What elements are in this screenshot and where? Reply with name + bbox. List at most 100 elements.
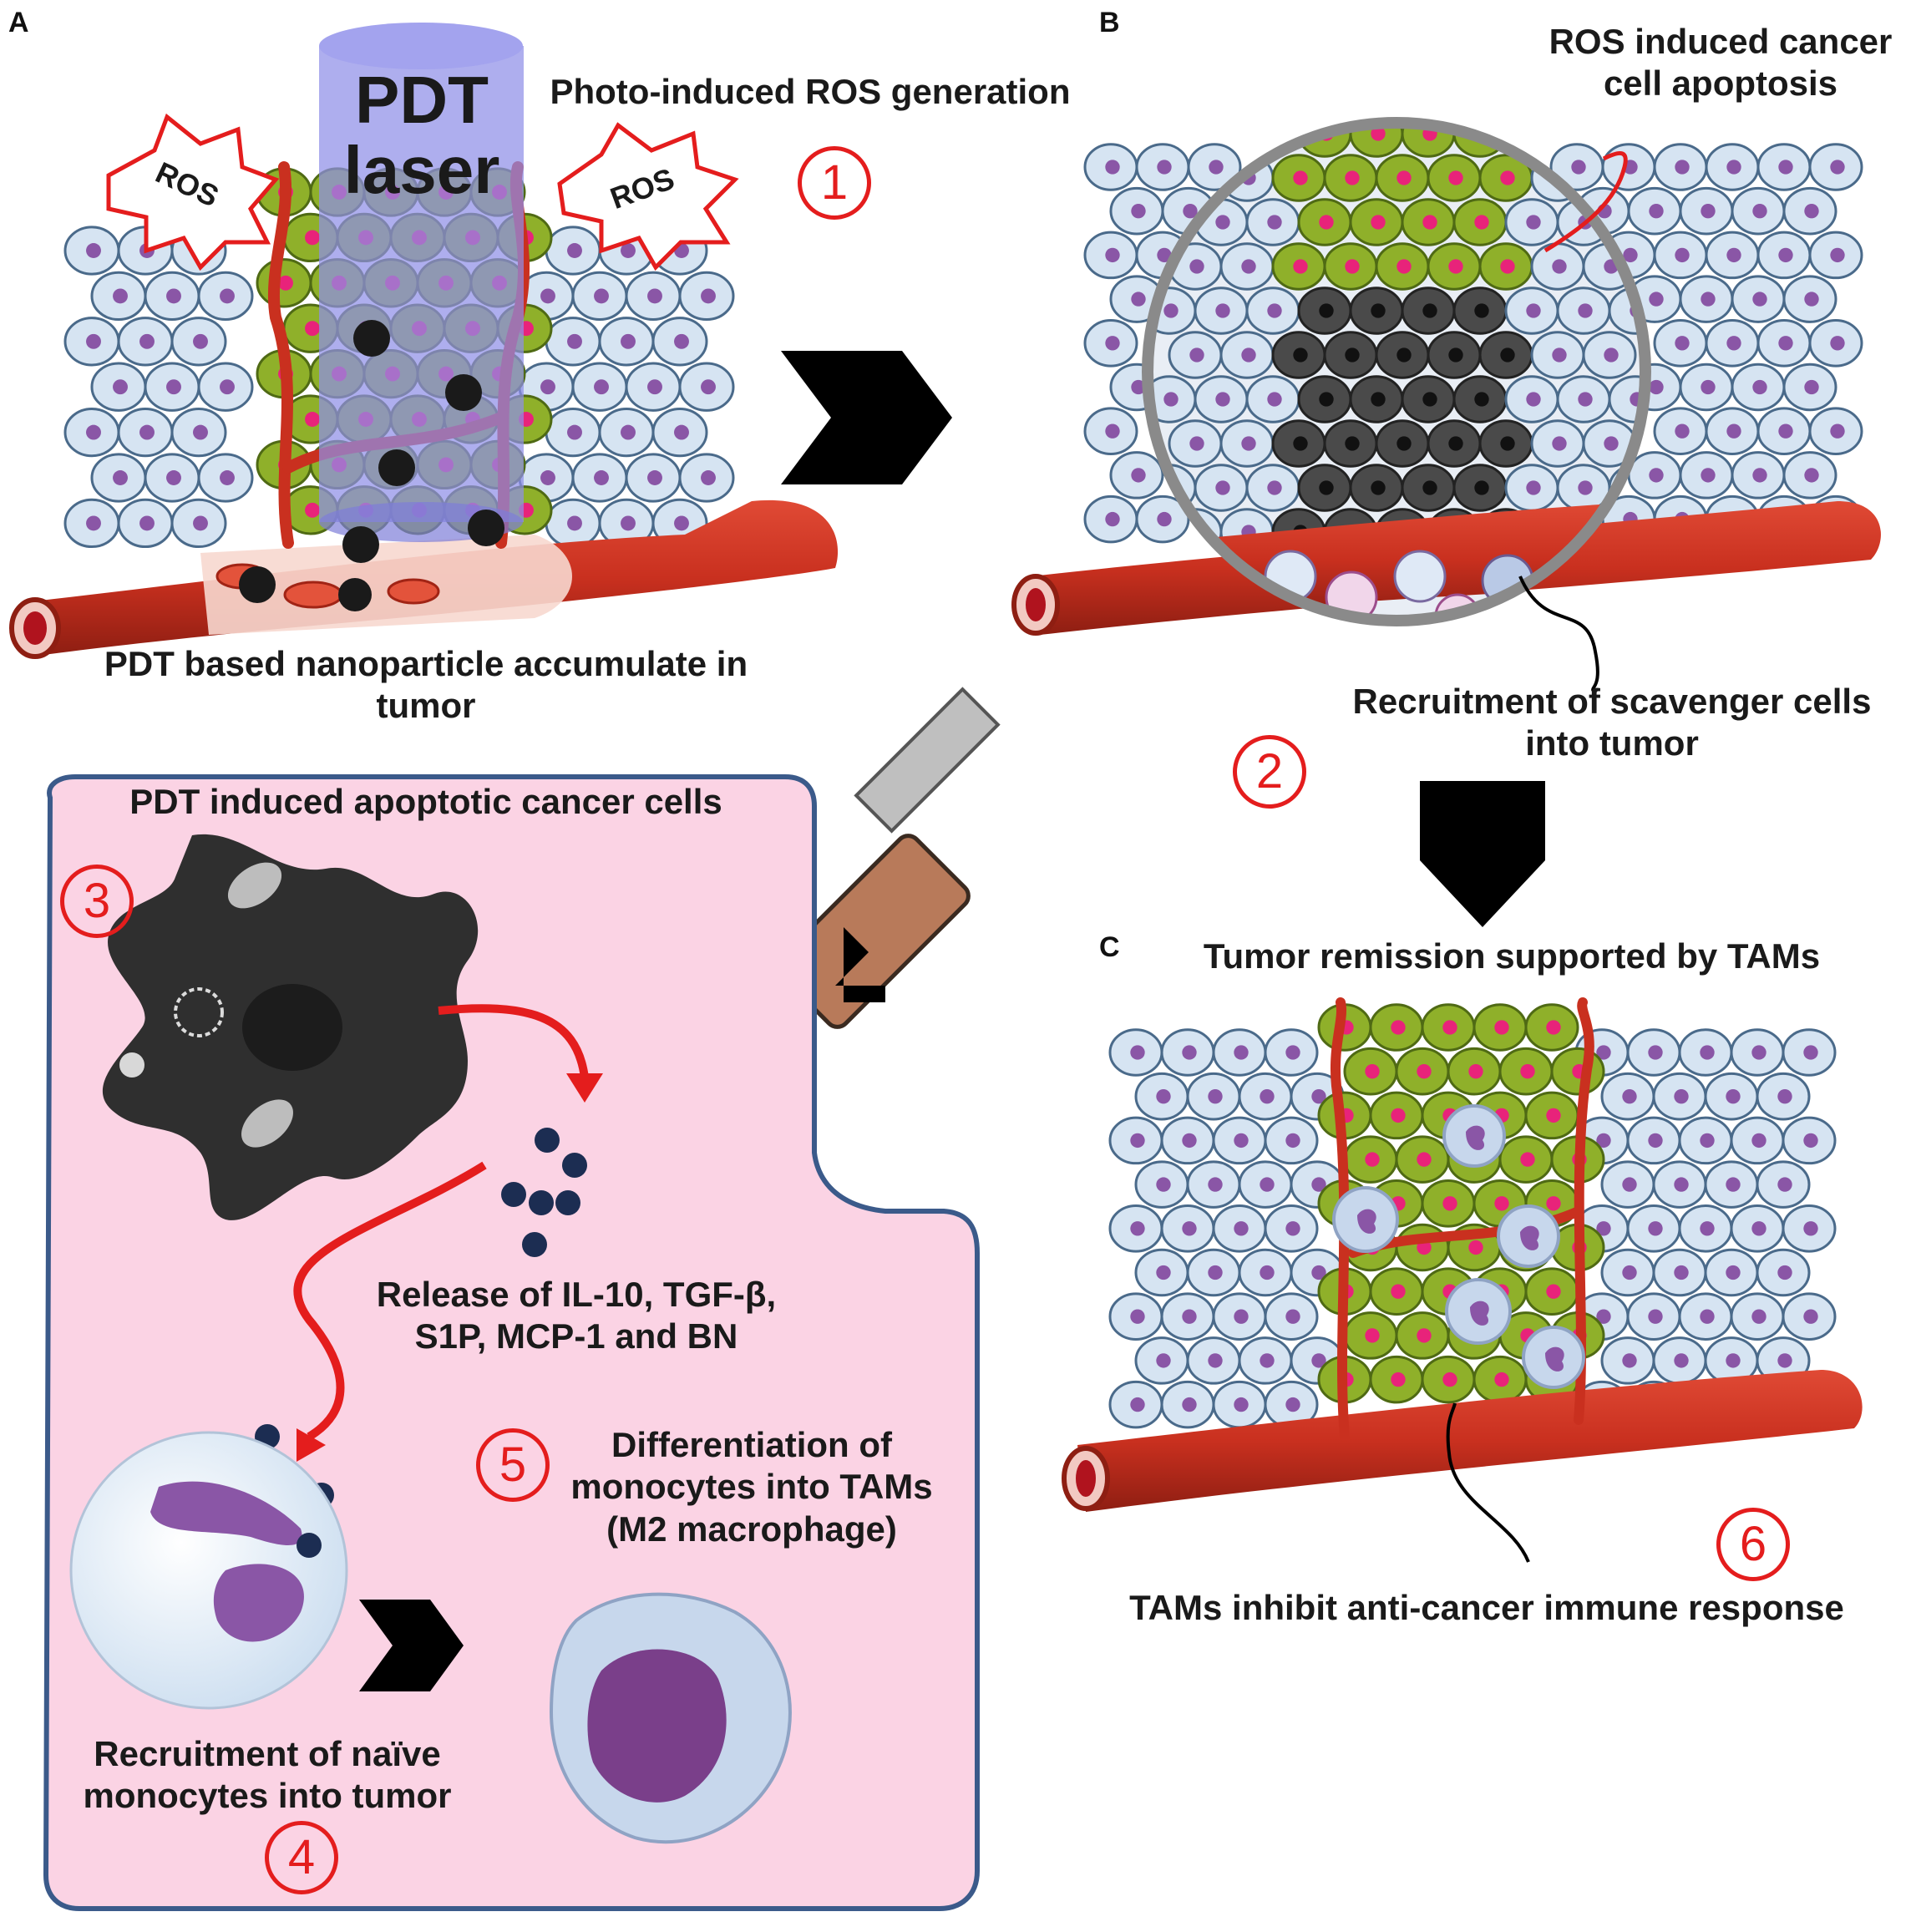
- normal-cell-nucleus: [1234, 1221, 1249, 1236]
- normal-cell-nucleus: [1526, 215, 1541, 230]
- tumor-cell-nucleus: [1500, 170, 1515, 185]
- normal-cell-nucleus: [1157, 247, 1172, 263]
- normal-cell-nucleus: [1208, 1353, 1223, 1368]
- normal-cell-nucleus: [1131, 468, 1146, 483]
- normal-cell-nucleus: [1751, 1309, 1766, 1324]
- normal-cell-nucleus: [1649, 292, 1664, 307]
- tam-macrophage: [549, 1592, 792, 1844]
- normal-cell-nucleus: [1131, 292, 1146, 307]
- normal-cell-nucleus: [86, 515, 101, 531]
- normal-cell-nucleus: [1571, 160, 1586, 175]
- dead-cell-nucleus: [1319, 392, 1334, 407]
- normal-cell-nucleus: [540, 288, 555, 304]
- normal-cell-nucleus: [1700, 1221, 1715, 1236]
- normal-cell-nucleus: [1182, 1045, 1197, 1060]
- label-naive-line2: monocytes into tumor: [83, 1776, 452, 1816]
- normal-cell-nucleus: [1604, 347, 1619, 363]
- panel-label-a: A: [8, 7, 29, 38]
- tumor-cell-nucleus: [305, 321, 320, 337]
- panel-label-c: C: [1099, 931, 1120, 963]
- normal-cell-nucleus: [701, 379, 716, 395]
- normal-cell-nucleus: [1700, 1133, 1715, 1149]
- normal-cell-nucleus: [1804, 468, 1819, 483]
- normal-cell-nucleus: [220, 379, 235, 395]
- normal-cell-nucleus: [1675, 336, 1690, 351]
- normal-cell-nucleus: [674, 515, 689, 531]
- dead-cell-nucleus: [1371, 392, 1386, 407]
- label-release-line1: Release of IL-10, TGF-β,: [376, 1275, 777, 1314]
- normal-cell-nucleus: [567, 424, 582, 440]
- normal-cell-nucleus: [1752, 379, 1767, 395]
- normal-cell-nucleus: [1674, 1265, 1689, 1280]
- nanoparticles-a: [239, 320, 504, 611]
- normal-cell-nucleus: [1208, 1089, 1223, 1104]
- normal-cell-nucleus: [1267, 303, 1282, 318]
- dead-cell-nucleus: [1422, 480, 1437, 495]
- normal-cell-nucleus: [1830, 160, 1845, 175]
- normal-cell-nucleus: [1105, 160, 1120, 175]
- normal-cell-nucleus: [1622, 1265, 1637, 1280]
- label-differentiation: Differentiation of monocytes into TAMs (…: [551, 1424, 952, 1550]
- normal-cell-nucleus: [1596, 1045, 1611, 1060]
- normal-cell-nucleus: [1649, 204, 1664, 219]
- normal-cell-nucleus: [1596, 1309, 1611, 1324]
- step-marker-5: 5: [476, 1428, 550, 1502]
- normal-cell-nucleus: [166, 470, 181, 485]
- normal-cell-nucleus: [1726, 423, 1741, 439]
- red-arrow-1: [438, 1004, 589, 1078]
- normal-cell-nucleus: [1596, 1221, 1611, 1236]
- normal-cell-nucleus: [1777, 1177, 1792, 1192]
- label-scavenger: Recruitment of scavenger cells into tumo…: [1328, 681, 1896, 765]
- laser-label-line2: laser: [343, 133, 500, 207]
- label-tams-inhibit: TAMs inhibit anti-cancer immune response: [1129, 1588, 1844, 1627]
- normal-cell-nucleus: [594, 288, 609, 304]
- normal-cell-nucleus: [1700, 1045, 1715, 1060]
- normal-cell-nucleus: [1552, 436, 1567, 451]
- normal-cell-nucleus: [594, 379, 609, 395]
- normal-cell-nucleus: [1234, 1397, 1249, 1412]
- normal-cell-nucleus: [1751, 1221, 1766, 1236]
- tumor-cell-nucleus: [1520, 1064, 1535, 1079]
- normal-cell-nucleus: [621, 515, 636, 531]
- normal-cell-nucleus: [567, 515, 582, 531]
- normal-cell-nucleus: [594, 470, 609, 485]
- dead-cell-nucleus: [1500, 347, 1515, 363]
- normal-cell-nucleus: [1804, 204, 1819, 219]
- tumor-cell-nucleus: [1494, 1196, 1509, 1211]
- normal-cell-nucleus: [1215, 215, 1230, 230]
- normal-cell-nucleus: [1311, 1353, 1326, 1368]
- normal-cell-nucleus: [1777, 1089, 1792, 1104]
- tumor-cell-nucleus: [1371, 126, 1386, 141]
- dead-cell-nucleus: [1448, 347, 1463, 363]
- normal-cells-b: [1083, 143, 1863, 544]
- normal-cell-nucleus: [193, 424, 208, 440]
- normal-cell-nucleus: [113, 470, 128, 485]
- tumor-cell-nucleus: [1365, 1152, 1380, 1167]
- normal-cell-nucleus: [1156, 1265, 1171, 1280]
- tumor-cell-nucleus: [1293, 170, 1308, 185]
- normal-cell-nucleus: [1526, 126, 1541, 141]
- normal-cell-nucleus: [1156, 1089, 1171, 1104]
- normal-cell-nucleus: [86, 243, 101, 258]
- normal-cell-nucleus: [1189, 259, 1204, 274]
- pointer-line-b: [1518, 576, 1599, 695]
- dead-cell-nucleus: [1500, 436, 1515, 451]
- normal-cell-nucleus: [1267, 215, 1282, 230]
- normal-cell-nucleus: [1130, 1309, 1145, 1324]
- normal-cell-nucleus: [1157, 511, 1172, 527]
- dead-cell-nucleus: [1371, 303, 1386, 318]
- normal-cell-nucleus: [1311, 1265, 1326, 1280]
- normal-cell-nucleus: [1311, 1177, 1326, 1192]
- normal-cell-nucleus: [1649, 379, 1664, 395]
- normal-cell-nucleus: [1701, 292, 1716, 307]
- label-accumulate-line1: PDT based nanoparticle accumulate in: [104, 644, 748, 683]
- normal-cell-nucleus: [1752, 468, 1767, 483]
- normal-cell-nucleus: [701, 288, 716, 304]
- normal-cell-nucleus: [1623, 247, 1638, 263]
- normal-cell-nucleus: [1260, 1177, 1275, 1192]
- normal-cell-nucleus: [113, 288, 128, 304]
- dead-cell-nucleus: [1396, 436, 1412, 451]
- normal-cell-nucleus: [1674, 1353, 1689, 1368]
- normal-cell-nucleus: [220, 470, 235, 485]
